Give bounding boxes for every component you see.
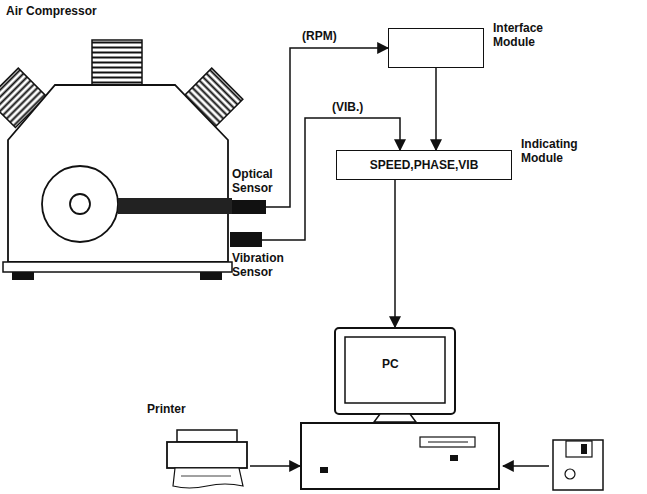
printer-outline xyxy=(165,428,250,490)
paper-line xyxy=(181,476,231,477)
power-button xyxy=(320,467,328,473)
title-label: Air Compressor xyxy=(6,4,97,18)
flywheel xyxy=(42,166,118,242)
foot xyxy=(200,272,222,280)
hub xyxy=(70,194,90,214)
shaft xyxy=(118,198,232,214)
signal-label: (RPM) xyxy=(300,29,339,43)
connector xyxy=(266,48,388,207)
connector xyxy=(394,180,396,327)
connector xyxy=(250,465,300,467)
optical-sensor: Optical Sensor xyxy=(232,200,266,214)
module-label: Indicating Module xyxy=(521,137,593,165)
cylinder-fins xyxy=(92,40,142,86)
floppy-disk xyxy=(503,440,603,490)
paper-out xyxy=(173,468,243,488)
crankcase xyxy=(8,85,228,262)
foot xyxy=(12,272,34,280)
indicating-module: SPEED,PHASE,VIBIndicating Module xyxy=(336,150,512,180)
disk-shutter xyxy=(566,441,592,457)
paper-in xyxy=(177,430,237,442)
disk-hub xyxy=(565,469,575,479)
monitor xyxy=(335,328,455,414)
monitor-stand xyxy=(374,414,416,422)
disk-window xyxy=(581,444,587,454)
pc-label: PC xyxy=(382,357,399,371)
module-readout: SPEED,PHASE,VIB xyxy=(370,158,479,172)
base-plate xyxy=(3,262,232,272)
module-label: Interface Module xyxy=(493,21,565,49)
air-compressor xyxy=(0,40,243,280)
printer-label: Printer xyxy=(147,402,186,416)
system-unit xyxy=(301,423,499,489)
vibration-sensor: Vibration Sensor xyxy=(230,232,262,247)
sensor-label: Optical Sensor xyxy=(232,167,286,195)
floppy-arrow xyxy=(503,465,549,467)
connector xyxy=(435,68,437,150)
module-readout-wrap: SPEED,PHASE,VIB xyxy=(337,151,511,179)
disk-body xyxy=(553,440,603,490)
drive-slot xyxy=(428,441,468,442)
drive-button xyxy=(450,455,458,461)
printer: Printer xyxy=(165,428,250,490)
interface-module: Interface Module xyxy=(388,28,484,68)
drive-bay xyxy=(420,437,475,447)
screen xyxy=(345,337,445,403)
signal-label: (VIB.) xyxy=(330,100,365,114)
printer-body xyxy=(167,442,247,468)
sensor-label: Vibration Sensor xyxy=(232,251,298,279)
pc: PC xyxy=(300,327,500,492)
pc-outline xyxy=(300,327,500,492)
